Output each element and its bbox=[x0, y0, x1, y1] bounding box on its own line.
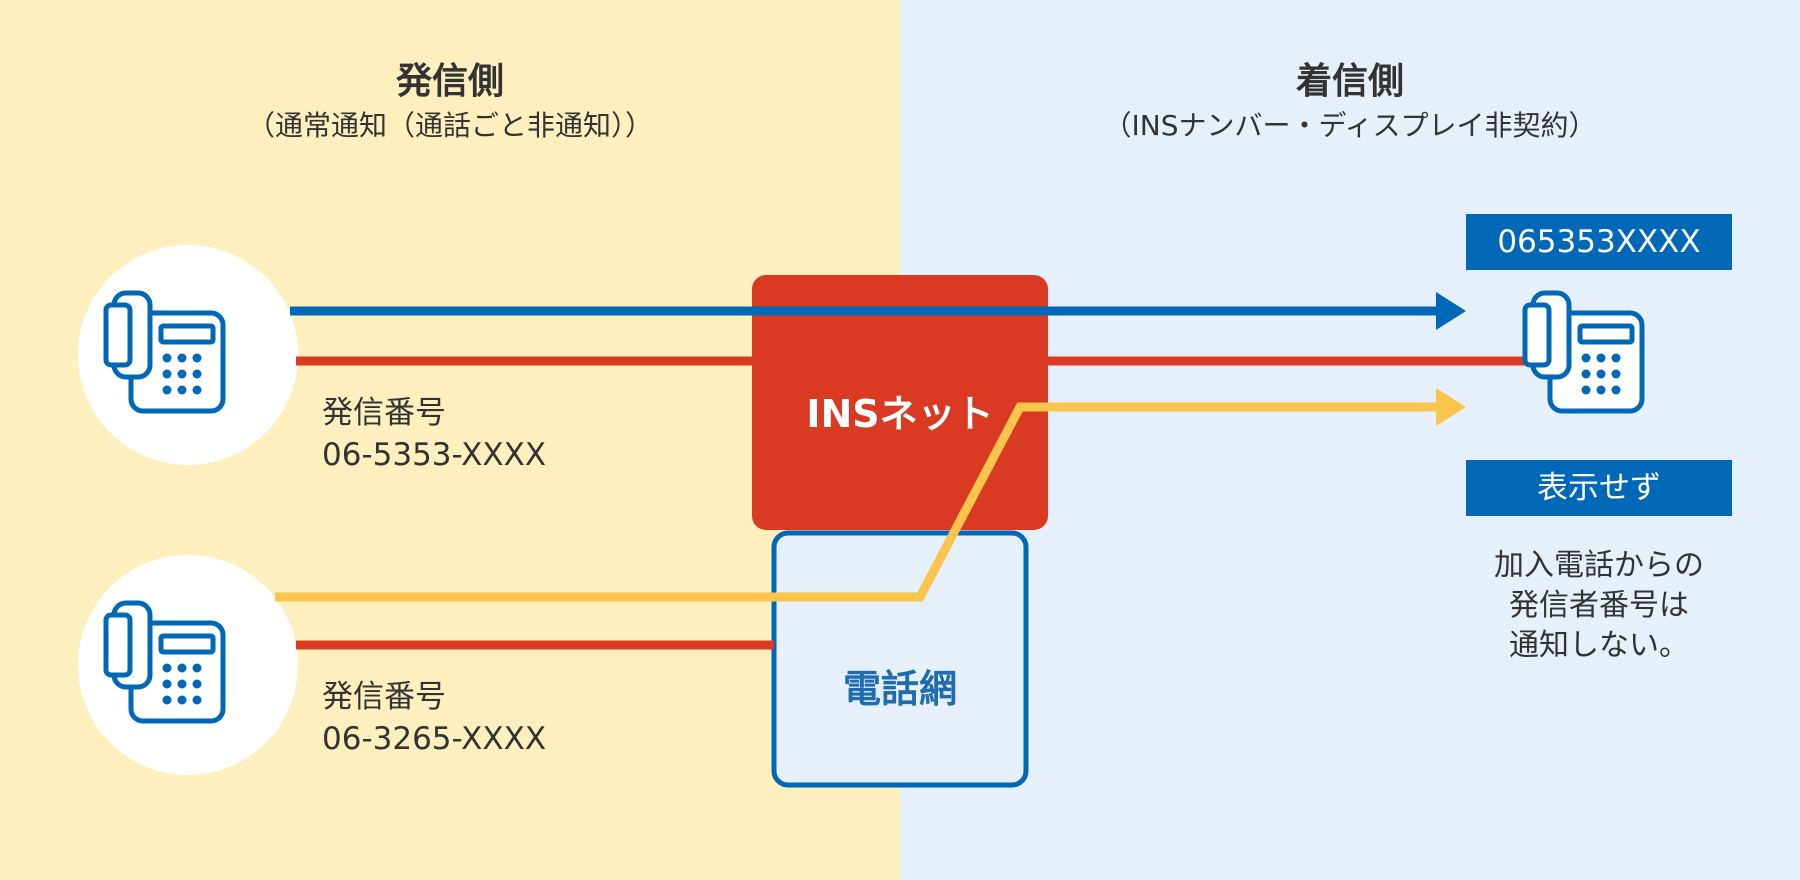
receiver-phone bbox=[1525, 293, 1642, 411]
receiver-side-panel: 着信側 （INSナンバー・ディスプレイ非契約） bbox=[900, 0, 1800, 880]
receiver-note: 加入電話からの 発信者番号は 通知しない。 bbox=[1466, 546, 1732, 666]
ins-net-label: INSネット bbox=[806, 392, 994, 436]
phone-icon bbox=[1525, 293, 1642, 411]
receiver-display-number: 065353XXXX bbox=[1466, 214, 1732, 270]
receiver-note-line: 発信者番号は bbox=[1509, 588, 1689, 623]
receiver-display-hidden: 表示せず bbox=[1466, 460, 1732, 516]
phone-network-label: 電話網 bbox=[842, 667, 957, 711]
sender-side-subtitle: （通常通知（通話ごと非通知）） bbox=[246, 109, 653, 142]
sender-phone-1 bbox=[78, 245, 298, 465]
caller-1-label: 発信番号 bbox=[322, 395, 446, 431]
caller-2-number: 06-3265-XXXX bbox=[322, 721, 547, 757]
caller-2-info: 発信番号 06-3265-XXXX bbox=[322, 676, 546, 760]
sender-side-title: 発信側 bbox=[395, 61, 504, 102]
receiver-note-line: 加入電話からの bbox=[1494, 548, 1704, 583]
caller-1-number: 06-5353-XXXX bbox=[322, 437, 547, 473]
yellow-arrow-head bbox=[1436, 388, 1466, 426]
sender-phone-2 bbox=[78, 555, 298, 775]
receiver-side-title: 着信側 bbox=[1295, 61, 1404, 102]
receiver-side-subtitle: （INSナンバー・ディスプレイ非契約） bbox=[1103, 109, 1597, 142]
caller-2-label: 発信番号 bbox=[322, 679, 446, 715]
blue-arrow-head bbox=[1436, 292, 1466, 330]
caller-1-info: 発信番号 06-5353-XXXX bbox=[322, 392, 546, 476]
ins-net-box bbox=[752, 275, 1048, 530]
yellow-line-no-number bbox=[275, 402, 1436, 602]
receiver-note-line: 通知しない。 bbox=[1509, 628, 1689, 663]
